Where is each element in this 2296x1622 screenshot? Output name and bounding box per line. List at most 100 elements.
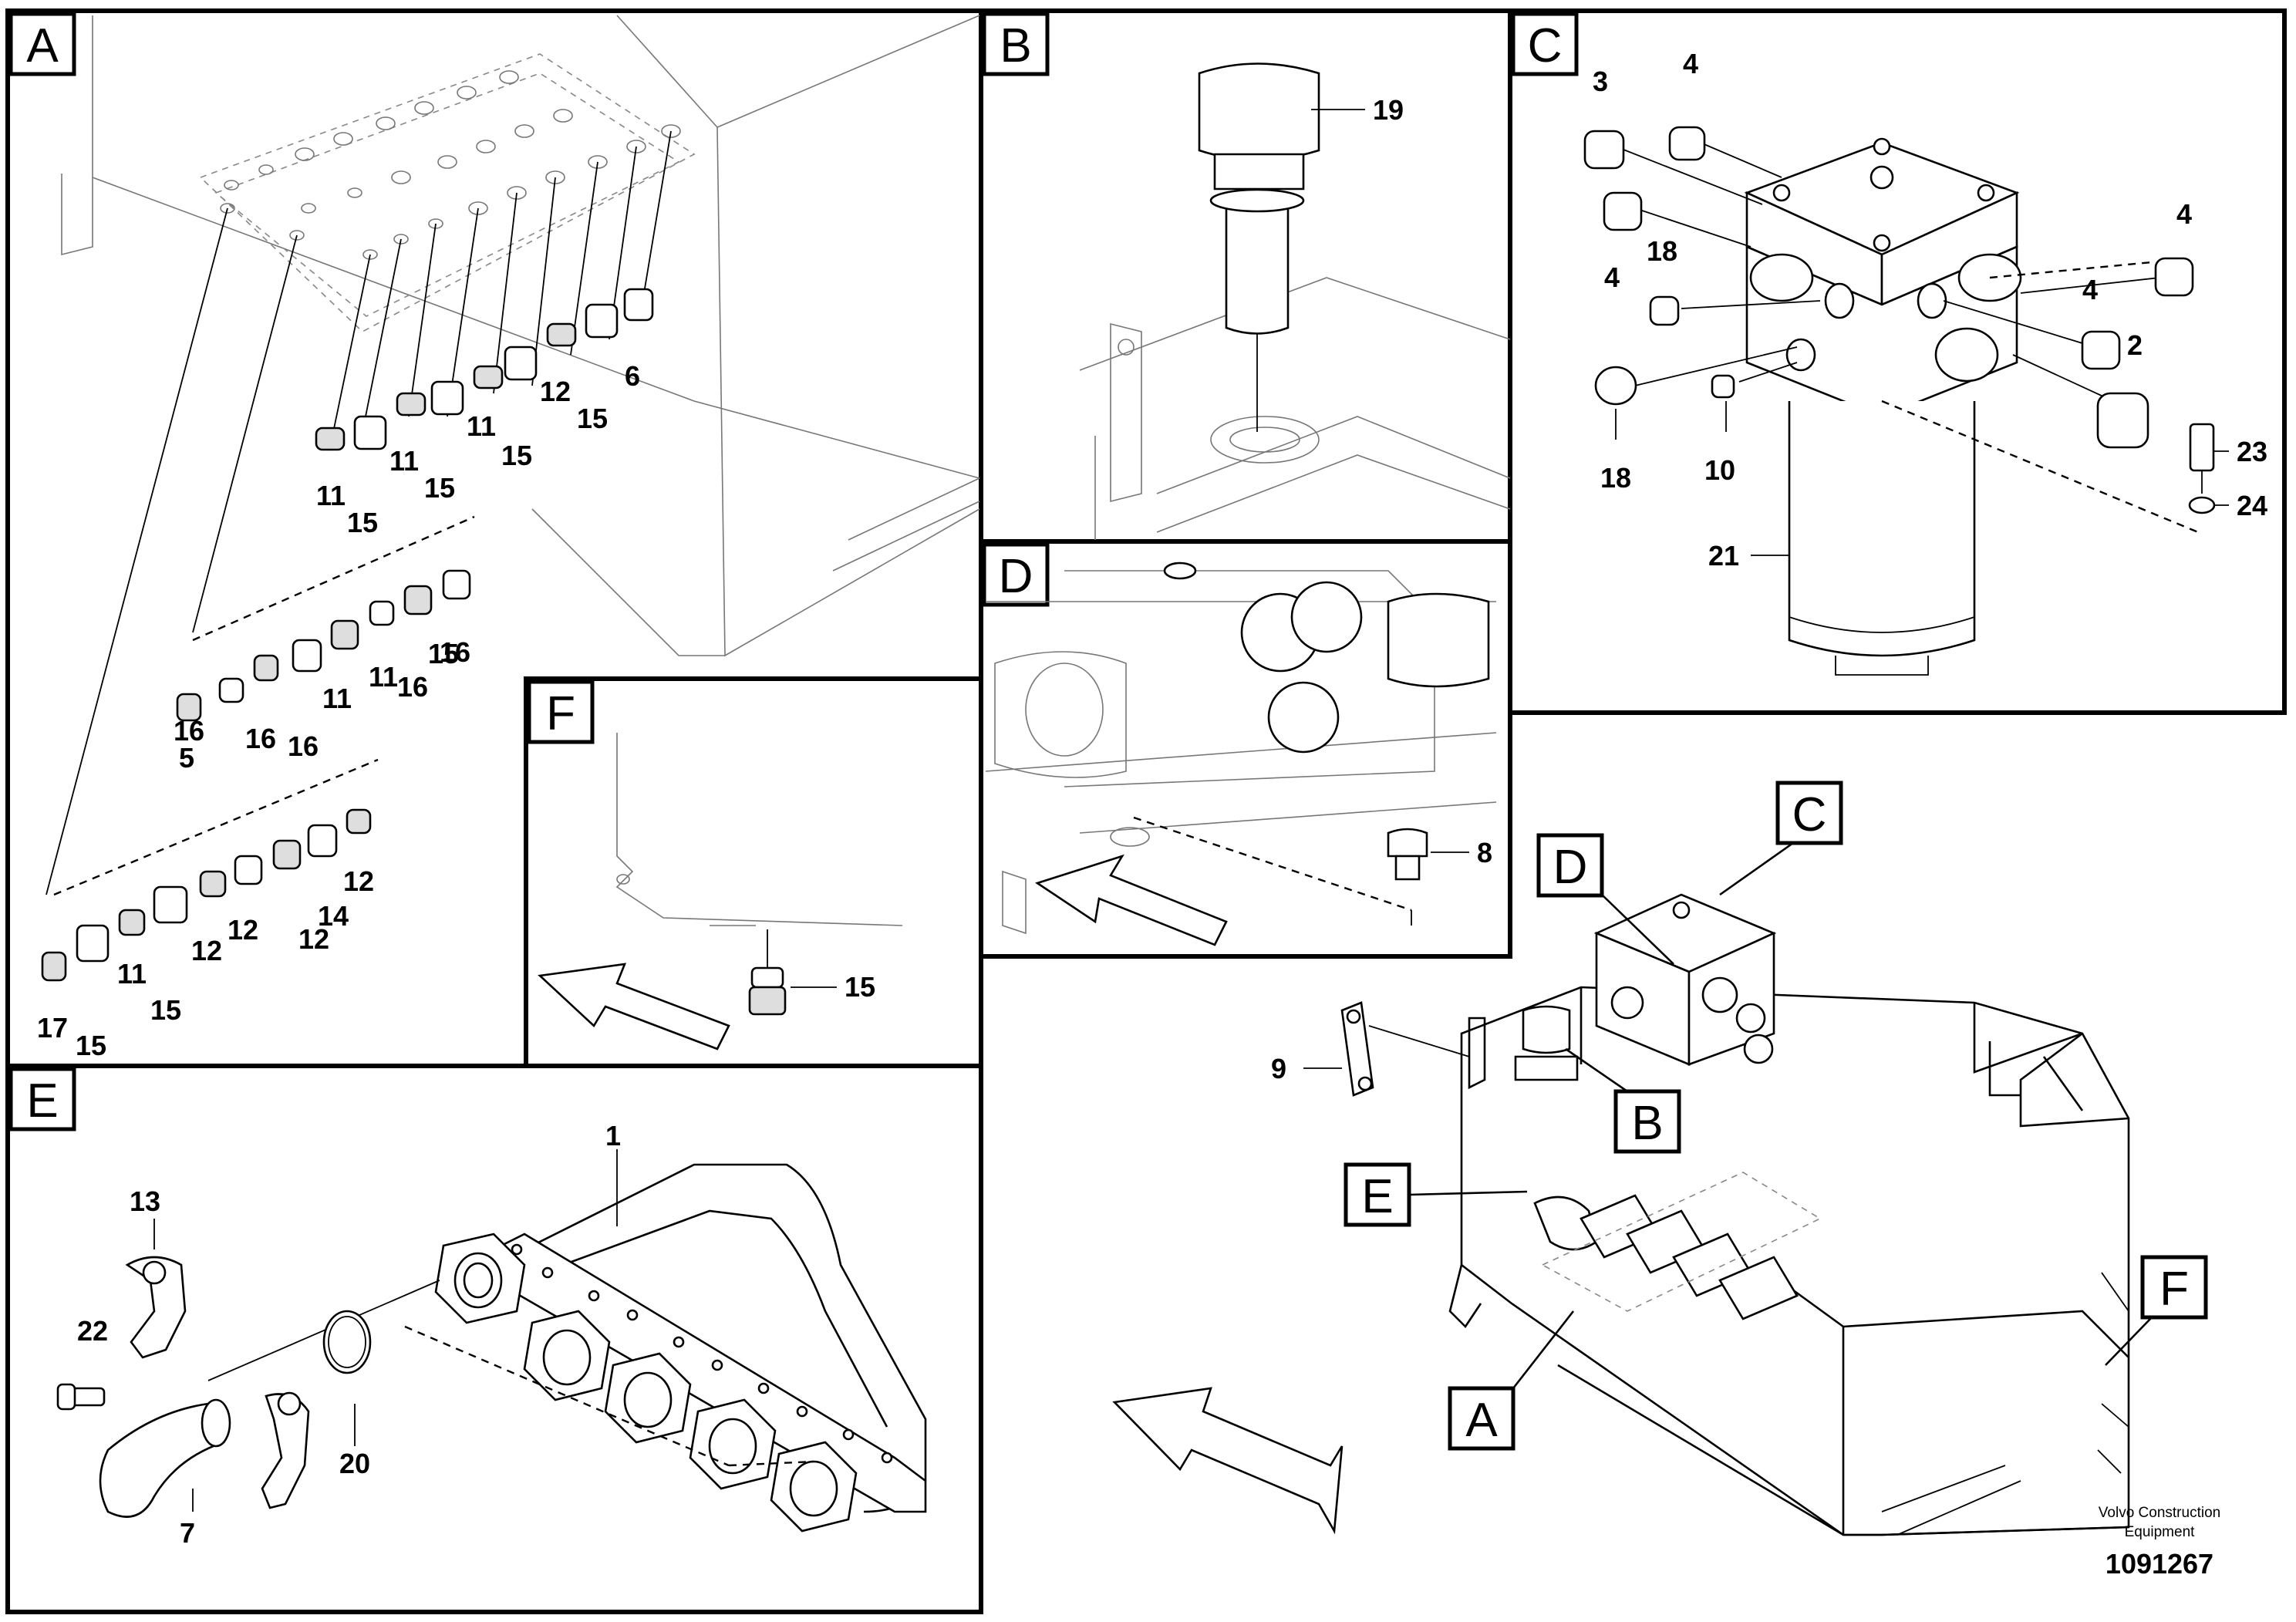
svg-text:C: C [1528,19,1563,73]
elbow-fitting [99,1398,231,1518]
svg-text:12: 12 [191,935,222,966]
panel-c-drawing: 3 4 4 18 4 4 2 18 10 23 24 21 [1583,48,2267,676]
panel-c-tag: C [1511,12,1579,76]
brand-line-1: Volvo Construction [2099,1505,2220,1521]
filter-bowl [1788,401,1976,676]
panel-d-drawing: 8 [985,561,1497,946]
svg-text:15: 15 [76,1030,106,1061]
svg-text:B: B [1631,1097,1663,1150]
panel-a-callouts: 6 15 12 15 11 15 11 15 11 15 11 16 16 11… [37,360,640,1061]
svg-text:A: A [26,19,59,73]
svg-text:2: 2 [2127,329,2143,361]
svg-text:11: 11 [322,683,352,714]
overview-tag-c: C [1719,781,1843,896]
svg-text:13: 13 [130,1185,160,1217]
overview-tag-d: D [1536,833,1674,965]
footer: Volvo Construction Equipment 1091267 [2099,1505,2220,1580]
svg-text:22: 22 [77,1315,108,1347]
svg-text:4: 4 [1683,48,1698,79]
svg-text:14: 14 [318,900,349,932]
svg-text:18: 18 [1647,235,1677,267]
svg-text:F: F [2159,1263,2189,1316]
overview-tag-e: E [1344,1162,1528,1227]
panel-d-tag: D [982,542,1050,607]
svg-text:10: 10 [1704,454,1735,486]
callout-15-f: 15 [845,971,875,1003]
svg-text:23: 23 [2237,436,2267,467]
brand-line-2: Equipment [2125,1524,2196,1540]
panel-frames [5,8,2287,1614]
svg-text:16: 16 [440,636,470,668]
overview-drawing: 9 C D B E A F [1112,781,2208,1536]
svg-text:12: 12 [298,923,329,955]
svg-text:4: 4 [1604,261,1620,293]
panel-c-callouts: 3 4 4 18 4 4 2 18 10 23 24 21 [1593,48,2267,572]
svg-text:11: 11 [117,958,147,990]
panel-e-callouts: 1 13 22 20 7 [77,1120,621,1549]
svg-text:5: 5 [179,742,194,774]
callout-8: 8 [1477,837,1492,868]
o-ring-20 [322,1310,372,1374]
svg-text:C: C [1792,788,1827,841]
panel-e-drawing: 1 13 22 20 7 [56,1120,927,1549]
svg-text:17: 17 [37,1012,68,1044]
fittings-row-1 [315,288,654,451]
svg-text:21: 21 [1708,540,1739,572]
svg-text:11: 11 [316,480,346,511]
breather-filter [1198,62,1320,335]
svg-text:16: 16 [174,715,204,747]
panel-a-drawing: 6 15 12 15 11 15 11 15 11 15 11 16 16 11… [37,15,980,1061]
overview-tag-f: F [2105,1255,2208,1366]
svg-text:D: D [1553,841,1588,894]
direction-arrow-d [1035,854,1228,946]
panel-e-tag: E [8,1067,76,1131]
svg-text:15: 15 [501,440,532,471]
svg-text:F: F [546,687,575,740]
svg-text:16: 16 [288,730,319,762]
sight-glass-9 [1340,1001,1374,1097]
panel-c-fittings [1583,126,2216,514]
svg-text:1: 1 [605,1120,621,1152]
overview-return-block [1533,1172,1822,1320]
svg-text:20: 20 [339,1448,370,1479]
svg-text:15: 15 [428,638,459,669]
svg-text:4: 4 [2082,274,2098,305]
flange-plate-holes [511,1243,893,1464]
overview-breather [1514,1005,1579,1081]
cap-screw-22 [56,1383,106,1411]
svg-text:6: 6 [625,360,640,392]
fitting-15-f [748,966,787,1016]
panel-b-tag: B [982,12,1050,76]
flange-nuts [434,1233,858,1533]
callout-19: 19 [1373,94,1404,126]
svg-text:4: 4 [2176,198,2192,230]
svg-text:15: 15 [424,472,455,504]
svg-text:24: 24 [2237,490,2267,521]
direction-arrow-f [538,963,730,1050]
svg-text:D: D [999,550,1033,603]
svg-text:12: 12 [228,914,258,946]
drawing-number: 1091267 [2106,1548,2213,1580]
fittings-row-2 [176,569,471,722]
svg-text:11: 11 [389,445,419,477]
hydraulic-tank [1448,986,2130,1536]
callout-9: 9 [1271,1053,1286,1084]
fittings-row-3 [41,808,372,982]
plug-8 [1387,828,1428,881]
filter-head [1744,137,2022,418]
svg-text:11: 11 [467,410,496,442]
svg-text:12: 12 [540,376,571,407]
panel-f-tag: F [527,679,595,744]
svg-text:A: A [1465,1394,1498,1447]
svg-text:15: 15 [150,994,181,1026]
svg-text:16: 16 [397,671,428,703]
svg-text:11: 11 [369,661,398,693]
svg-text:3: 3 [1593,66,1608,97]
panel-b-drawing: 19 [1079,62,1511,540]
direction-arrow-overview [1112,1387,1344,1535]
svg-text:18: 18 [1600,462,1631,494]
svg-text:B: B [1000,19,1031,73]
svg-text:E: E [26,1074,58,1128]
overview-tag-b: B [1565,1047,1681,1154]
